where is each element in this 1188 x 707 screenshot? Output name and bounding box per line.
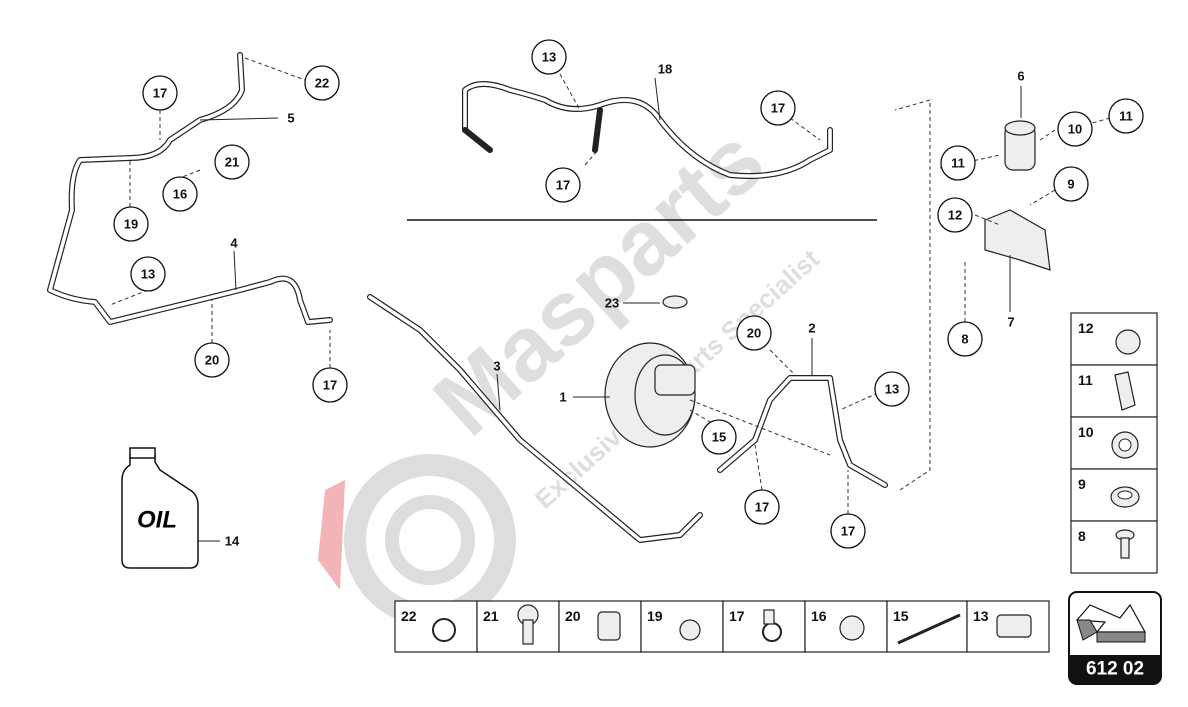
legend-cell[interactable]: 11 xyxy=(1070,364,1158,418)
legend-cell[interactable]: 13 xyxy=(966,600,1050,653)
legend-cell[interactable]: 19 xyxy=(640,600,724,653)
label: 18 xyxy=(658,62,672,77)
svg-text:20: 20 xyxy=(205,353,219,368)
callout[interactable]: 17 xyxy=(760,90,796,126)
callout[interactable]: 8 xyxy=(947,321,983,357)
brake-booster xyxy=(604,295,696,448)
callout[interactable]: 21 xyxy=(214,144,250,180)
callout[interactable]: 13 xyxy=(531,39,567,75)
legend-cell[interactable]: 22 xyxy=(394,600,478,653)
next-page-button[interactable]: 612 02 xyxy=(1068,591,1162,685)
svg-text:21: 21 xyxy=(483,608,499,624)
svg-text:17: 17 xyxy=(755,500,769,515)
svg-text:20: 20 xyxy=(747,326,761,341)
callout[interactable]: 22 xyxy=(304,65,340,101)
svg-text:15: 15 xyxy=(712,430,726,445)
label: 4 xyxy=(230,236,238,251)
svg-text:12: 12 xyxy=(1078,320,1094,336)
legend-cell[interactable]: 15 xyxy=(886,600,968,653)
legend-cell[interactable]: 12 xyxy=(1070,312,1158,366)
legend-cell[interactable]: 8 xyxy=(1070,520,1158,574)
svg-text:17: 17 xyxy=(841,524,855,539)
callout[interactable]: 17 xyxy=(830,513,866,549)
label: 2 xyxy=(808,321,815,336)
svg-text:11: 11 xyxy=(951,156,965,171)
callout[interactable]: 19 xyxy=(113,206,149,242)
legend-cell[interactable]: 20 xyxy=(558,600,642,653)
legend-cell[interactable]: 21 xyxy=(476,600,560,653)
svg-text:13: 13 xyxy=(542,50,556,65)
callout[interactable]: 10 xyxy=(1057,111,1093,147)
brake-caliper-logo xyxy=(318,480,345,590)
page-code: 612 02 xyxy=(1086,659,1144,680)
svg-text:15: 15 xyxy=(893,608,909,624)
svg-text:13: 13 xyxy=(141,267,155,282)
part-labels: 5 4 18 6 7 2 23 3 1 14 xyxy=(225,62,1025,549)
label: 23 xyxy=(605,296,619,311)
legend-cell[interactable]: 10 xyxy=(1070,416,1158,470)
legend-cell[interactable]: 9 xyxy=(1070,468,1158,522)
callout[interactable]: 17 xyxy=(142,75,178,111)
svg-text:11: 11 xyxy=(1119,109,1133,124)
callout[interactable]: 17 xyxy=(545,167,581,203)
callout[interactable]: 17 xyxy=(744,489,780,525)
callout[interactable]: 20 xyxy=(736,315,772,351)
oil-label: OIL xyxy=(137,507,177,534)
arrow-icon xyxy=(1075,603,1147,633)
svg-text:17: 17 xyxy=(771,101,785,116)
watermark-brand: Masparts xyxy=(415,109,783,455)
oil-bottle: OIL xyxy=(121,447,199,569)
callout[interactable]: 11 xyxy=(1108,98,1144,134)
vacuum-pump xyxy=(984,120,1051,271)
bottom-legend: 22 21 20 19 17 16 15 13 xyxy=(394,600,1050,653)
svg-text:10: 10 xyxy=(1078,424,1094,440)
svg-text:13: 13 xyxy=(973,608,989,624)
svg-text:17: 17 xyxy=(729,608,745,624)
svg-text:17: 17 xyxy=(556,178,570,193)
callouts: 22 17 21 16 19 13 20 17 13 17 17 11 10 1… xyxy=(113,39,1144,549)
callout[interactable]: 13 xyxy=(874,371,910,407)
svg-text:16: 16 xyxy=(811,608,827,624)
svg-text:9: 9 xyxy=(1067,177,1074,192)
svg-text:17: 17 xyxy=(153,86,167,101)
callout[interactable]: 9 xyxy=(1053,166,1089,202)
side-legend: 12 11 10 9 8 xyxy=(1070,312,1158,574)
svg-text:19: 19 xyxy=(124,217,138,232)
svg-text:9: 9 xyxy=(1078,476,1086,492)
svg-text:22: 22 xyxy=(401,608,417,624)
svg-text:8: 8 xyxy=(1078,528,1086,544)
callout[interactable]: 15 xyxy=(701,419,737,455)
callout[interactable]: 11 xyxy=(940,145,976,181)
svg-text:10: 10 xyxy=(1068,122,1082,137)
callout[interactable]: 16 xyxy=(162,176,198,212)
svg-text:8: 8 xyxy=(961,332,968,347)
svg-text:22: 22 xyxy=(315,76,329,91)
callout[interactable]: 17 xyxy=(312,367,348,403)
legend-cell[interactable]: 16 xyxy=(804,600,888,653)
callout[interactable]: 13 xyxy=(130,256,166,292)
svg-text:11: 11 xyxy=(1078,372,1093,388)
svg-text:21: 21 xyxy=(225,155,239,170)
label: 1 xyxy=(559,390,566,405)
svg-text:16: 16 xyxy=(173,187,187,202)
leader-lines xyxy=(109,57,1111,542)
label: 6 xyxy=(1017,69,1024,84)
legend-cell[interactable]: 17 xyxy=(722,600,806,653)
svg-text:13: 13 xyxy=(885,382,899,397)
callout[interactable]: 12 xyxy=(937,197,973,233)
callout[interactable]: 20 xyxy=(194,342,230,378)
svg-text:20: 20 xyxy=(565,608,581,624)
label: 5 xyxy=(287,111,294,126)
svg-text:19: 19 xyxy=(647,608,663,624)
svg-text:17: 17 xyxy=(323,378,337,393)
label: 3 xyxy=(493,359,500,374)
label: 7 xyxy=(1007,315,1014,330)
label: 14 xyxy=(225,534,240,549)
svg-text:12: 12 xyxy=(948,208,962,223)
